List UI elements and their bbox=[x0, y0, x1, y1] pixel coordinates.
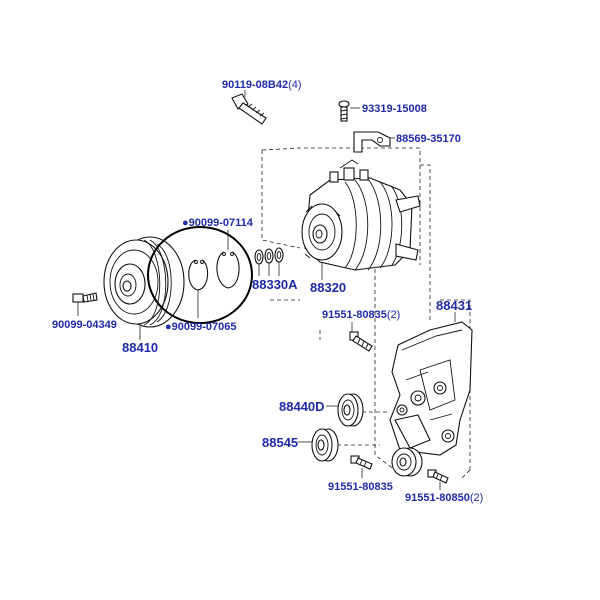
label-idler-pulley: 88440D bbox=[279, 399, 325, 414]
idler-pulley-part bbox=[337, 393, 364, 427]
lower-pulley-part bbox=[391, 447, 423, 477]
idler-pulley-2-part bbox=[311, 428, 339, 462]
compressor-part bbox=[301, 159, 421, 271]
bracket-small-part bbox=[353, 131, 391, 153]
shim-set-part bbox=[254, 247, 284, 265]
bracket-main-part bbox=[389, 321, 473, 456]
snap-ring-upper-part bbox=[216, 251, 240, 289]
label-idler-pulley-2: 88545 bbox=[262, 435, 298, 450]
label-snap-ring-lower: ●90099-07065 bbox=[165, 321, 237, 333]
label-bolt-bottom: 91551-80835 bbox=[328, 481, 393, 493]
label-bolt-top: 90119-08B42(4) bbox=[222, 79, 302, 91]
bolt-left-part bbox=[72, 292, 98, 303]
label-compressor: 88320 bbox=[310, 280, 346, 295]
screw-top-part bbox=[338, 100, 350, 122]
label-bolt-bottom-right: 91551-80850(2) bbox=[405, 492, 483, 504]
bolt-mid-part bbox=[349, 331, 373, 352]
highlight-circle bbox=[147, 226, 253, 324]
label-clutch-pulley: 88410 bbox=[122, 340, 158, 355]
bolt-top-part bbox=[231, 93, 267, 125]
bolt-bottom-right-part bbox=[427, 469, 449, 484]
label-screw-top: 93319-15008 bbox=[362, 103, 427, 115]
label-bracket-main: 88431 bbox=[436, 298, 472, 313]
snap-ring-lower-part bbox=[188, 259, 209, 291]
label-bracket-small: 88569-35170 bbox=[396, 133, 461, 145]
label-shim-set: 88330A bbox=[252, 277, 298, 292]
clutch-pulley-part bbox=[103, 236, 185, 328]
label-bolt-left: 90099-04349 bbox=[52, 319, 117, 331]
bolt-bottom-part bbox=[350, 455, 373, 470]
label-snap-ring-upper: ●90099-07114 bbox=[182, 217, 254, 229]
label-bolt-mid: 91551-80835(2) bbox=[322, 309, 400, 321]
shim-set-leader bbox=[258, 262, 280, 276]
